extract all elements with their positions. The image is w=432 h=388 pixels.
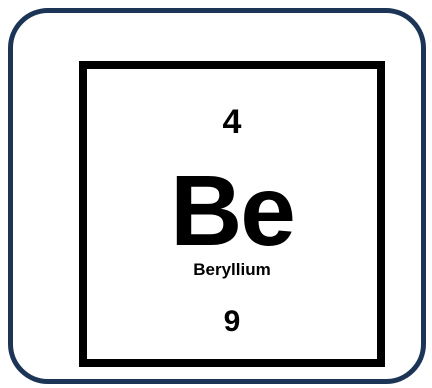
mass-number: 9 xyxy=(223,305,241,338)
element-name: Beryllium xyxy=(193,260,271,279)
element-card: 4 Be Beryllium 9 xyxy=(8,8,426,384)
atomic-number: 4 xyxy=(222,103,242,141)
element-tile: 4 Be Beryllium 9 xyxy=(79,61,385,367)
element-symbol: Be xyxy=(170,155,296,267)
